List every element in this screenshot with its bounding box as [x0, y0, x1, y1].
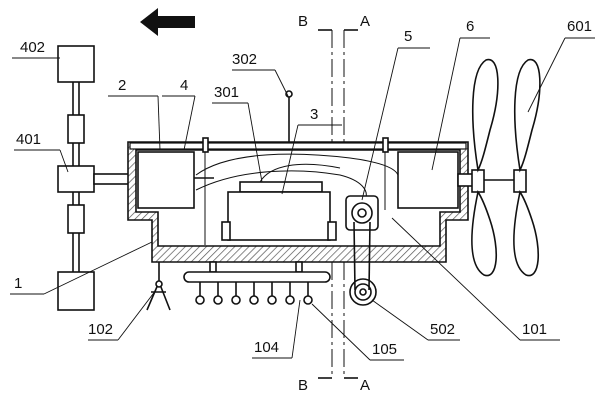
label-301: 301 [214, 84, 239, 101]
label-101: 101 [522, 321, 547, 338]
hanger-102 [146, 262, 171, 311]
box-402 [57, 45, 95, 83]
label-5: 5 [404, 28, 412, 45]
label-105: 105 [372, 341, 397, 358]
belt-wheel-502 [349, 278, 377, 306]
label-1: 1 [14, 275, 22, 292]
label-2: 2 [118, 77, 126, 94]
section-label-a-bottom: A [360, 377, 370, 394]
nozzle-bar-104 [183, 261, 331, 305]
antenna-302 [285, 90, 293, 142]
motor-block-4 [137, 151, 214, 209]
section-label-b-bottom: B [298, 377, 308, 394]
label-401: 401 [16, 131, 41, 148]
section-label-b-top: B [298, 13, 308, 30]
label-402: 402 [20, 39, 45, 56]
box-bottom [57, 271, 95, 311]
pulley-5 [345, 195, 379, 291]
joint-401 [57, 165, 95, 193]
label-502: 502 [430, 321, 455, 338]
motor-block-6 [397, 151, 527, 209]
propeller-601 [471, 58, 541, 277]
section-label-a-top: A [360, 13, 370, 30]
leader-lines [10, 37, 595, 361]
label-6: 6 [466, 18, 474, 35]
label-4: 4 [180, 77, 188, 94]
central-block-3 [195, 153, 399, 241]
nozzles-105 [195, 282, 313, 305]
label-102: 102 [88, 321, 113, 338]
arrow-left-icon [140, 8, 195, 36]
label-302: 302 [232, 51, 257, 68]
label-601: 601 [567, 18, 592, 35]
left-mechanism-401 [57, 45, 135, 311]
label-104: 104 [254, 339, 279, 356]
label-3: 3 [310, 106, 318, 123]
top-pins [202, 137, 389, 245]
